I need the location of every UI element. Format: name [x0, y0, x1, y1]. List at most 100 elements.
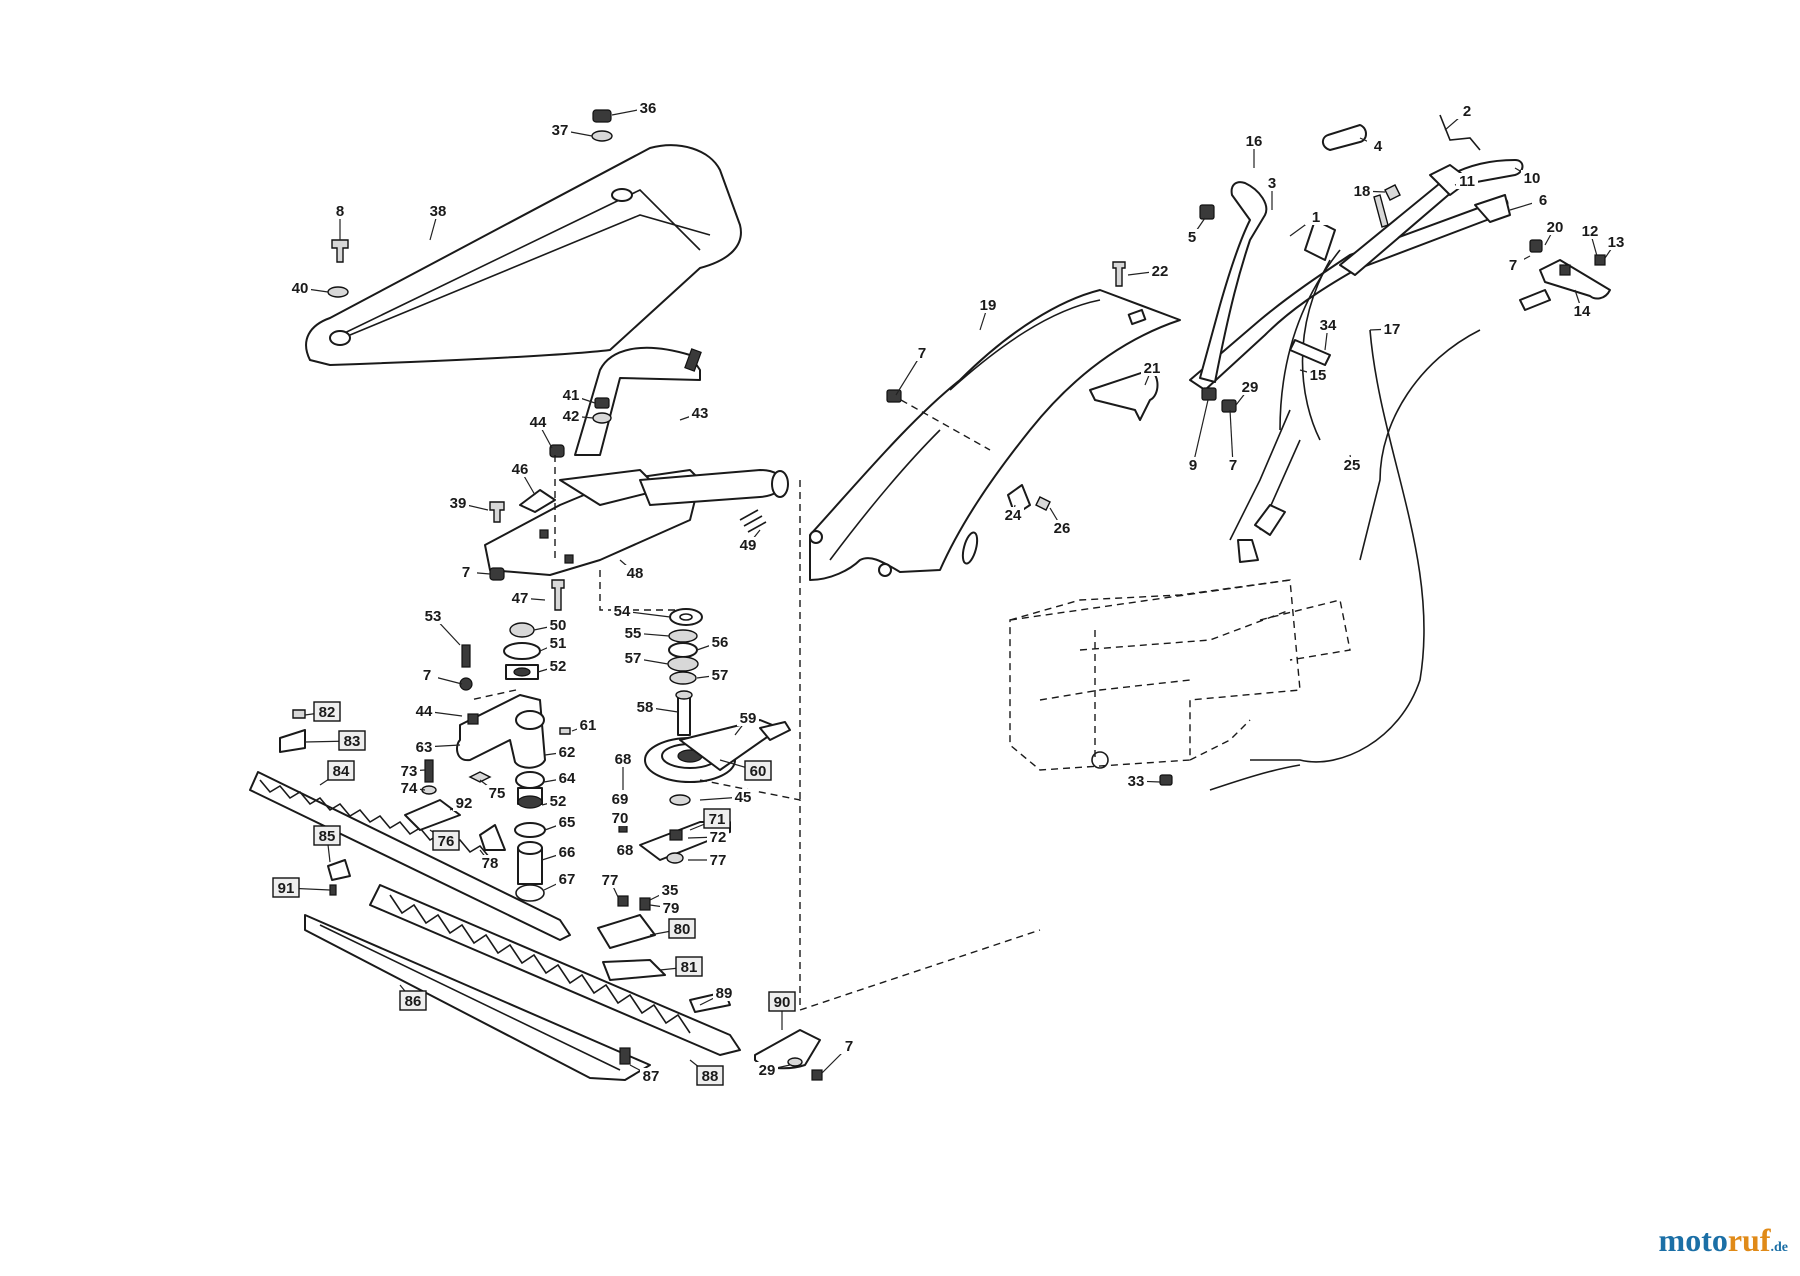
label-halo: [1051, 520, 1073, 536]
label-halo: [732, 789, 754, 805]
part-number-56: 56: [712, 634, 729, 651]
part-number-5: 5: [1188, 229, 1196, 246]
cutter-bar-cover: [305, 144, 742, 366]
label-halo: [479, 855, 501, 871]
label-halo: [622, 625, 644, 641]
label-halo: [1239, 379, 1261, 395]
part-number-46: 46: [512, 461, 529, 478]
label-halo: [556, 814, 578, 830]
part-number-box: [768, 991, 796, 1012]
part-number-17: 17: [1384, 321, 1401, 338]
label-halo: [329, 203, 351, 219]
part-number-4: 4: [1374, 138, 1383, 155]
part-number-48: 48: [627, 565, 644, 582]
part-number-64: 64: [559, 770, 576, 787]
label-halo: [713, 985, 735, 1001]
part-number-42: 42: [563, 408, 580, 425]
part-number-13: 13: [1608, 234, 1625, 251]
part-number-10: 10: [1524, 170, 1541, 187]
part-number-25: 25: [1344, 457, 1361, 474]
part-number-44: 44: [530, 414, 547, 431]
label-halo: [737, 710, 759, 726]
boxed-part-number-91: 91: [278, 880, 295, 897]
label-halo: [427, 203, 449, 219]
part-number-38: 38: [430, 203, 447, 220]
part-number-7: 7: [1509, 257, 1517, 274]
part-number-69: 69: [612, 791, 629, 808]
part-number-39: 39: [450, 495, 467, 512]
part-number-72: 72: [710, 829, 727, 846]
label-halo: [1222, 457, 1244, 473]
boxed-part-number-80: 80: [674, 921, 691, 938]
part-number-7: 7: [462, 564, 470, 581]
drive-stack-right: [616, 608, 791, 864]
label-halo: [640, 1068, 662, 1084]
boxed-part-number-82: 82: [319, 704, 336, 721]
label-halo: [486, 785, 508, 801]
part-number-18: 18: [1354, 183, 1371, 200]
part-number-59: 59: [740, 710, 757, 727]
part-number-77: 77: [710, 852, 727, 869]
guard-shield: [809, 289, 1181, 581]
label-halo: [1261, 175, 1283, 191]
label-halo: [527, 414, 549, 430]
boxed-part-number-60: 60: [750, 763, 767, 780]
part-number-70: 70: [612, 810, 629, 827]
label-halo: [547, 793, 569, 809]
label-halo: [614, 842, 636, 858]
label-halo: [624, 565, 646, 581]
label-halo: [547, 617, 569, 633]
part-number-63: 63: [416, 739, 433, 756]
label-halo: [611, 603, 633, 619]
boxed-part-number-88: 88: [702, 1068, 719, 1085]
part-number-37: 37: [552, 122, 569, 139]
label-halo: [577, 717, 599, 733]
part-number-33: 33: [1128, 773, 1145, 790]
callout-labels: 1234567777778910111213141516171819202122…: [272, 100, 1627, 1086]
part-number-box: [696, 1065, 724, 1086]
part-number-75: 75: [489, 785, 506, 802]
label-halo: [1182, 457, 1204, 473]
label-halo: [556, 871, 578, 887]
label-halo: [547, 635, 569, 651]
part-number-87: 87: [643, 1068, 660, 1085]
label-halo: [509, 461, 531, 477]
label-halo: [556, 770, 578, 786]
part-number-box: [338, 730, 366, 751]
label-halo: [609, 791, 631, 807]
label-halo: [659, 882, 681, 898]
part-number-34: 34: [1320, 317, 1337, 334]
part-number-box: [272, 877, 300, 898]
label-halo: [560, 387, 582, 403]
part-number-8: 8: [336, 203, 344, 220]
label-halo: [977, 297, 999, 313]
part-number-58: 58: [637, 699, 654, 716]
boxed-part-number-76: 76: [438, 833, 455, 850]
label-halo: [1456, 173, 1478, 189]
label-halo: [709, 634, 731, 650]
label-halo: [1341, 457, 1363, 473]
part-number-box: [313, 701, 341, 722]
label-halo: [634, 699, 656, 715]
part-number-20: 20: [1547, 219, 1564, 236]
part-number-15: 15: [1310, 367, 1327, 384]
label-halo: [1544, 219, 1566, 235]
label-halo: [1002, 507, 1024, 523]
label-halo: [453, 795, 475, 811]
label-halo: [637, 100, 659, 116]
site-logo[interactable]: motoruf.de: [1659, 1222, 1788, 1259]
label-halo: [1381, 321, 1403, 337]
part-number-7: 7: [918, 345, 926, 362]
part-number-12: 12: [1582, 223, 1599, 240]
part-number-box: [313, 825, 341, 846]
part-number-3: 3: [1268, 175, 1276, 192]
part-number-16: 16: [1246, 133, 1263, 150]
label-halo: [756, 1062, 778, 1078]
boxed-part-number-71: 71: [709, 811, 726, 828]
logo-text-ruf: ruf: [1727, 1222, 1771, 1258]
handlebar-assembly: [1159, 114, 1611, 791]
label-halo: [707, 852, 729, 868]
part-number-6: 6: [1539, 192, 1547, 209]
label-halo: [1521, 170, 1543, 186]
